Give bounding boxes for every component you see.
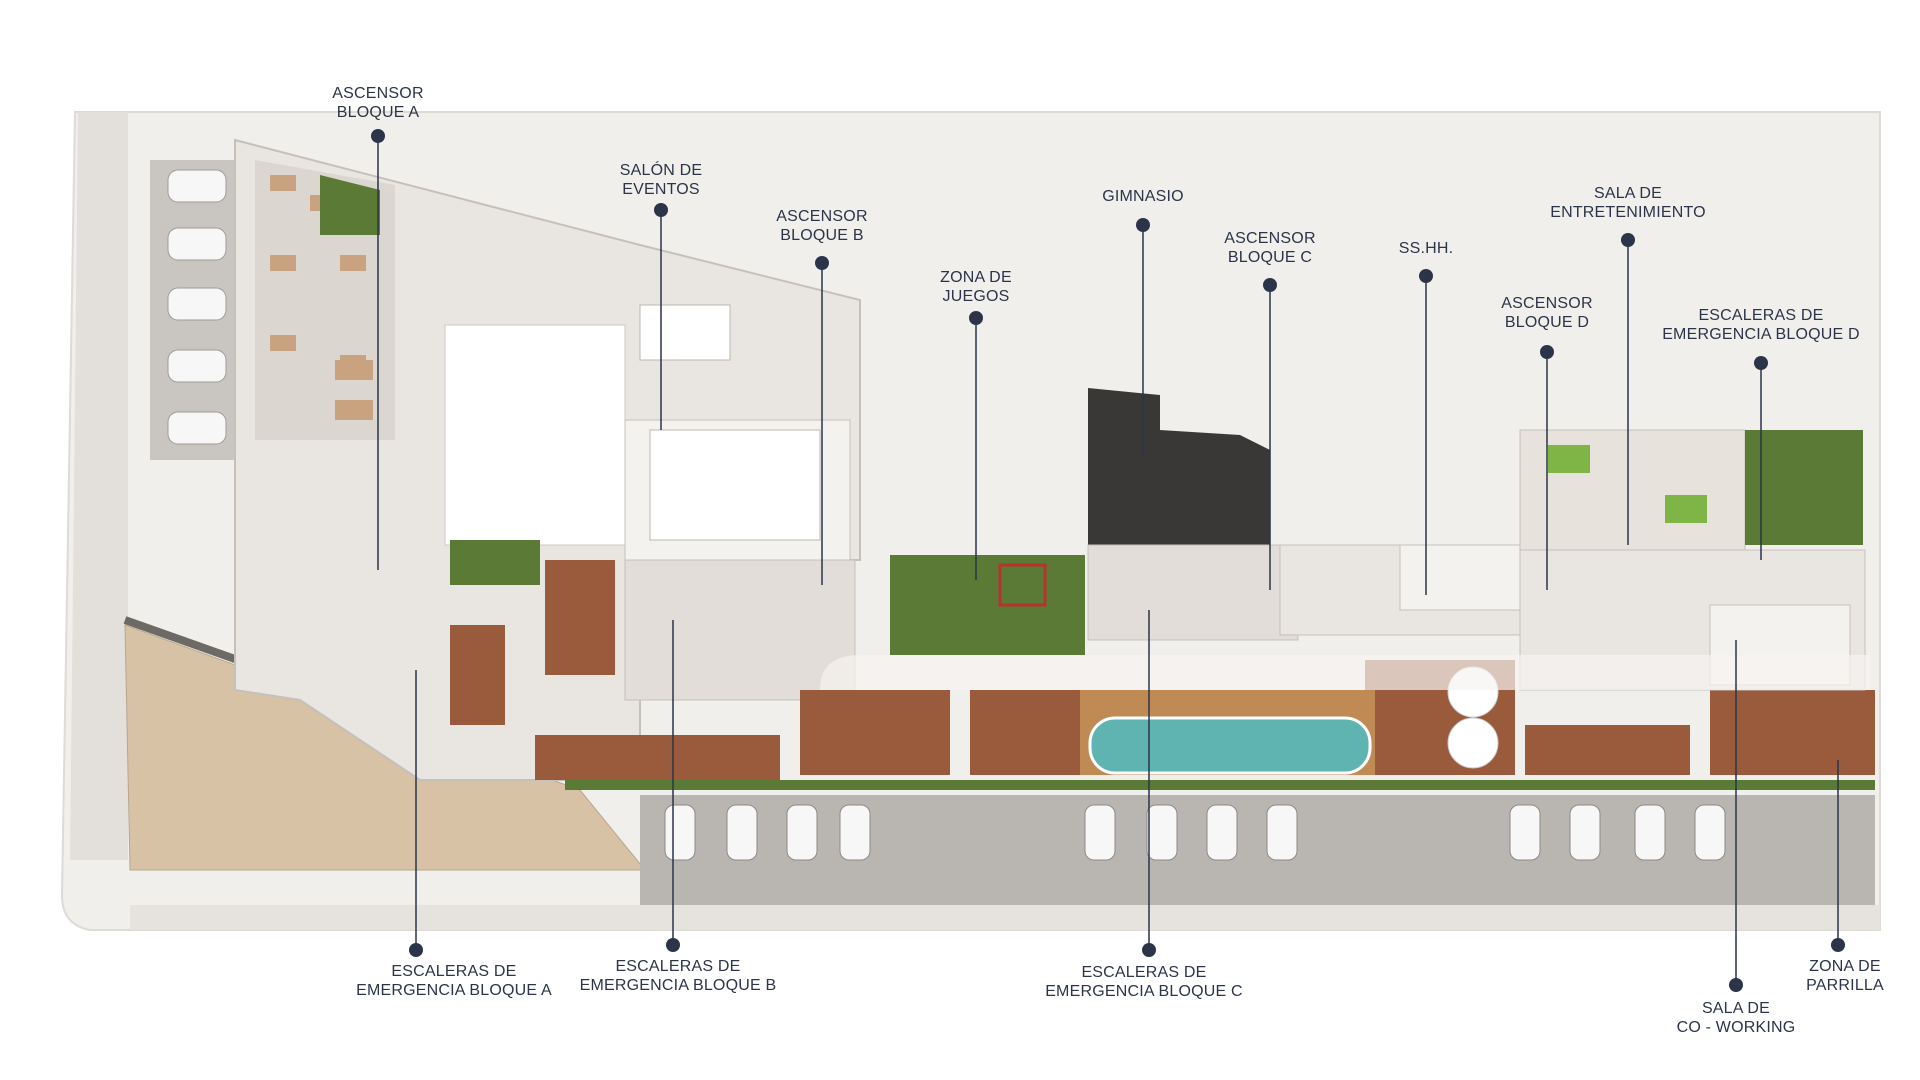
wood-deck-a xyxy=(545,560,615,675)
label-line: ASCENSOR xyxy=(1501,295,1593,312)
leader-dot-escaleras-b xyxy=(666,938,680,952)
walkway xyxy=(820,655,1870,690)
label-line: SALÓN DE xyxy=(619,162,703,179)
label-line: BLOQUE D xyxy=(1504,314,1590,331)
label-ascensor-bloque-d: ASCENSOR BLOQUE D xyxy=(1501,294,1592,332)
label-line: BLOQUE A xyxy=(336,104,420,121)
label-line: EMERGENCIA BLOQUE C xyxy=(1045,983,1243,1000)
leader-dot-zona-juegos xyxy=(969,311,983,325)
event-tables xyxy=(639,304,731,361)
label-line: ASCENSOR xyxy=(776,208,868,225)
label-ascensor-bloque-a: ASCENSOR BLOQUE A xyxy=(332,84,423,122)
label-line: ESCALERAS DE xyxy=(1698,307,1824,324)
leader-dot-escaleras-c xyxy=(1142,943,1156,957)
leader-dot-sshh xyxy=(1419,269,1433,283)
label-sala-entretenimiento: SALA DE ENTRETENIMIENTO xyxy=(1550,184,1706,222)
label-escaleras-bloque-d: ESCALERAS DE EMERGENCIA BLOQUE D xyxy=(1662,306,1860,344)
label-salon-eventos: SALÓN DE EVENTOS xyxy=(620,161,703,199)
pool-table-2 xyxy=(1665,495,1707,523)
gym xyxy=(1088,388,1270,545)
leader-dot-sala-entretenimiento xyxy=(1621,233,1635,247)
left-parked-cars xyxy=(167,169,227,445)
bottom-parking xyxy=(640,795,1875,905)
label-gimnasio: GIMNASIO xyxy=(1102,187,1184,206)
label-line: ENTRETENIMIENTO xyxy=(1550,204,1706,221)
leader-dot-gimnasio xyxy=(1136,218,1150,232)
terrace-deck-3 xyxy=(970,690,1080,775)
leader-dot-salon-eventos xyxy=(654,203,668,217)
label-line: PARRILLA xyxy=(1806,977,1884,994)
leader-dot-ascensor-d xyxy=(1540,345,1554,359)
play-equipment xyxy=(998,563,1047,607)
label-ascensor-bloque-b: ASCENSOR BLOQUE B xyxy=(776,207,867,245)
label-line: SALA DE xyxy=(1593,185,1663,202)
leader-dot-ascensor-c xyxy=(1263,278,1277,292)
label-line: SS.HH. xyxy=(1398,240,1454,257)
label-sala-coworking: SALA DE CO - WORKING xyxy=(1677,999,1796,1037)
label-line: ZONA DE xyxy=(940,269,1012,286)
label-zona-parrilla: ZONA DE PARRILLA xyxy=(1806,957,1884,995)
label-line: ESCALERAS DE xyxy=(1081,964,1207,981)
leader-dot-ascensor-a xyxy=(371,129,385,143)
label-line: ASCENSOR xyxy=(332,85,424,102)
label-line: ESCALERAS DE xyxy=(615,958,741,975)
leader-dot-coworking xyxy=(1729,978,1743,992)
green-a xyxy=(450,540,540,585)
label-line: CO - WORKING xyxy=(1676,1019,1796,1036)
terrace-deck-5 xyxy=(1525,725,1690,775)
label-line: BLOQUE C xyxy=(1227,249,1313,266)
label-line: EVENTOS xyxy=(622,181,700,198)
lawn-d xyxy=(1745,430,1863,545)
pool xyxy=(1088,716,1372,775)
event-hall-seating xyxy=(649,429,821,541)
label-line: EMERGENCIA BLOQUE A xyxy=(356,982,552,999)
left-sidewalk xyxy=(70,112,128,860)
leader-dot-escaleras-d xyxy=(1754,356,1768,370)
label-ascensor-bloque-c: ASCENSOR BLOQUE C xyxy=(1224,229,1315,267)
green-row xyxy=(565,780,1875,790)
label-line: SALA DE xyxy=(1701,1000,1771,1017)
label-line: ASCENSOR xyxy=(1224,230,1316,247)
label-line: JUEGOS xyxy=(942,288,1010,305)
umbrella-2 xyxy=(1447,717,1499,769)
leader-dot-parrilla xyxy=(1831,938,1845,952)
label-line: EMERGENCIA BLOQUE D xyxy=(1662,326,1860,343)
courtyard-void xyxy=(444,324,626,546)
grill-deck xyxy=(1710,690,1875,775)
label-sshh: SS.HH. xyxy=(1399,239,1454,258)
label-line: ESCALERAS DE xyxy=(391,963,517,980)
green-strip-a xyxy=(320,175,380,235)
terrace-deck-2 xyxy=(800,690,950,775)
play-zone xyxy=(890,555,1085,655)
terrace-deck-1 xyxy=(535,735,780,780)
label-line: BLOQUE B xyxy=(780,227,864,244)
sshh-block xyxy=(1399,544,1521,611)
label-escaleras-bloque-b: ESCALERAS DE EMERGENCIA BLOQUE B xyxy=(580,957,777,995)
block-b-core xyxy=(624,559,856,701)
label-line: EMERGENCIA BLOQUE B xyxy=(579,977,777,994)
leader-lines xyxy=(371,129,1845,992)
label-zona-juegos: ZONA DE JUEGOS xyxy=(940,268,1012,306)
label-escaleras-bloque-a: ESCALERAS DE EMERGENCIA BLOQUE A xyxy=(356,962,552,1000)
central-core xyxy=(1087,544,1299,641)
label-line: GIMNASIO xyxy=(1102,188,1184,205)
leader-dot-ascensor-b xyxy=(815,256,829,270)
label-line: ZONA DE xyxy=(1809,958,1881,975)
leader-dot-escaleras-a xyxy=(409,943,423,957)
bottom-street xyxy=(130,905,1880,930)
pool-table-1 xyxy=(1548,445,1590,473)
wood-deck-a2 xyxy=(450,625,505,725)
label-escaleras-bloque-c: ESCALERAS DE EMERGENCIA BLOQUE C xyxy=(1045,963,1243,1001)
